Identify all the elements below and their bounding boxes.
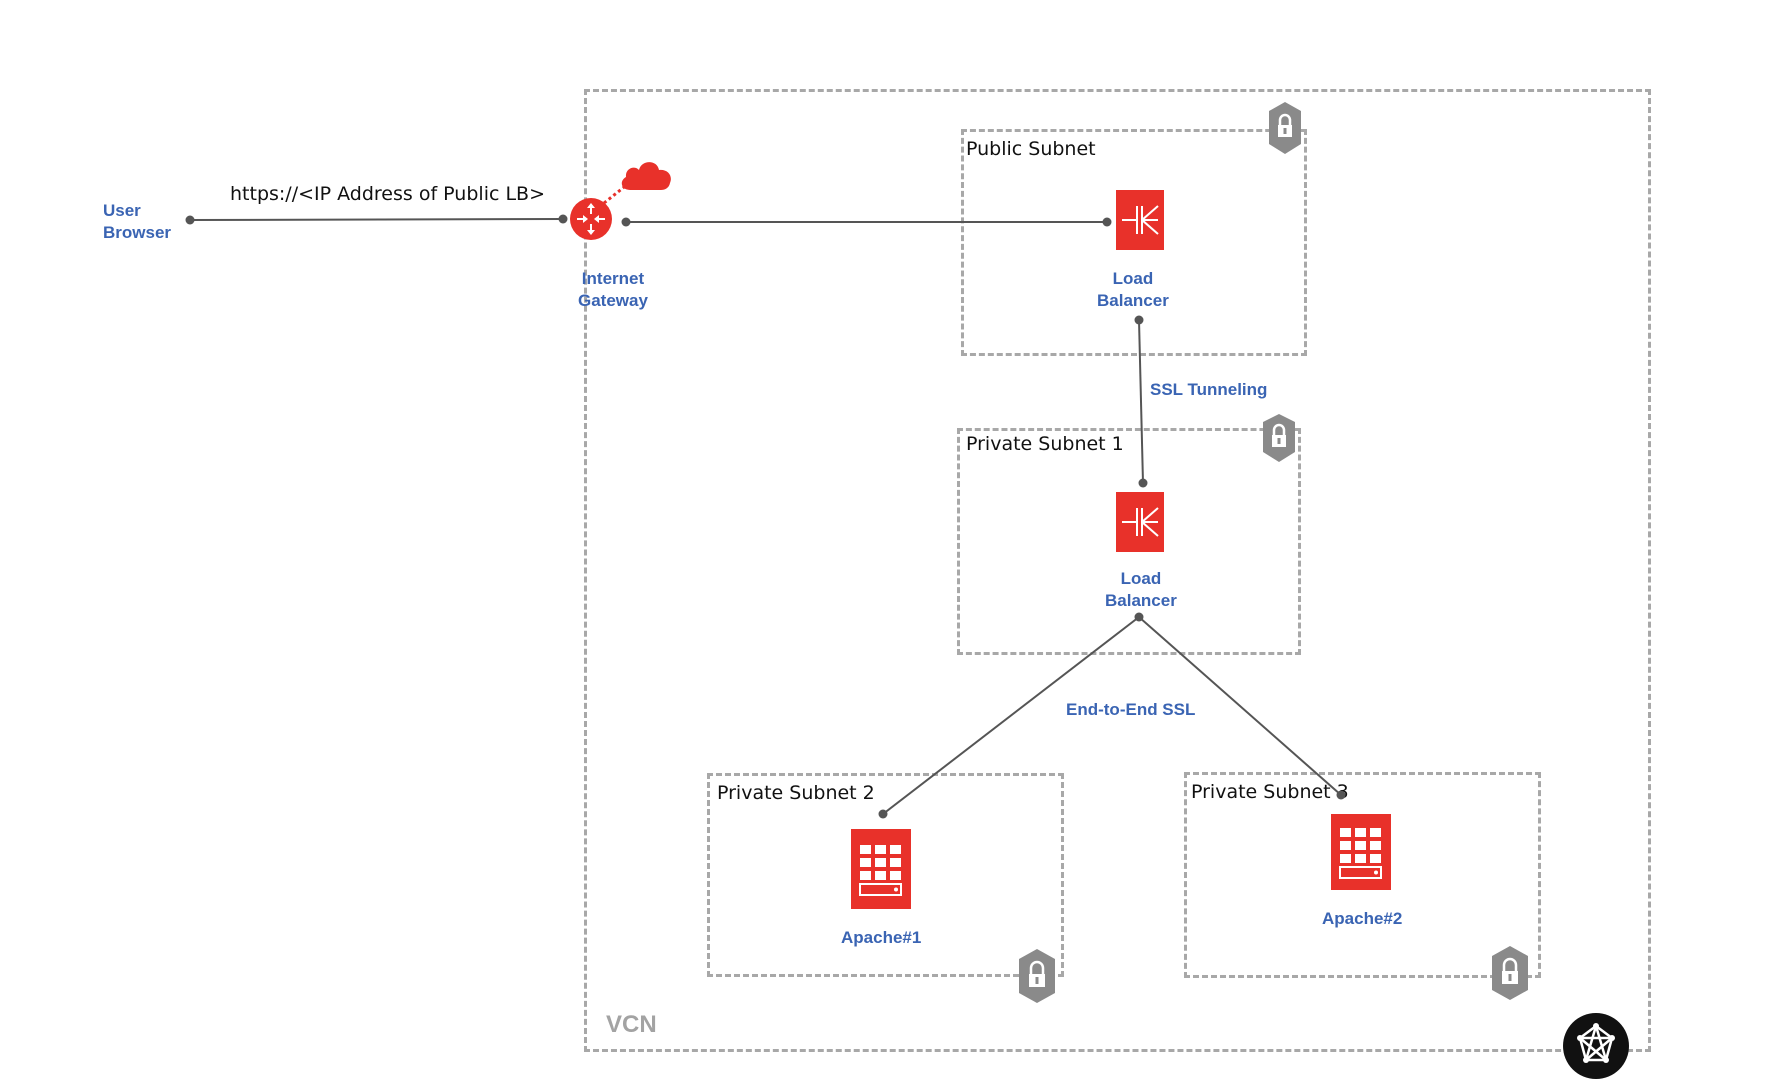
public-subnet-box	[961, 129, 1307, 356]
connector-dot	[1138, 478, 1148, 488]
private-subnet-1-box	[957, 428, 1301, 655]
private-subnet-1-title: Private Subnet 1	[966, 433, 1124, 455]
private-subnet-2-shield-icon	[1019, 949, 1055, 1003]
private-lb-line1: Load	[1120, 569, 1162, 588]
browser-to-gateway-line	[189, 218, 564, 221]
connector-dot	[621, 217, 631, 227]
private-subnet-3-box	[1184, 772, 1541, 978]
lb-to-apache2-line	[1138, 616, 1342, 796]
vcn-network-icon	[1563, 1013, 1629, 1079]
public-subnet-title: Public Subnet	[966, 138, 1096, 160]
connector-dot	[185, 215, 195, 225]
private-load-balancer-label: Load Balancer	[1105, 568, 1177, 612]
user-browser-line2: Browser	[103, 223, 172, 242]
internet-cloud-icon	[621, 162, 671, 190]
request-url-label: https://<IP Address of Public LB>	[230, 183, 545, 205]
apache2-label: Apache#2	[1322, 909, 1403, 928]
internet-gateway-label: Internet Gateway	[578, 268, 648, 312]
connector-dot	[558, 214, 568, 224]
private-subnet-2-title: Private Subnet 2	[717, 782, 875, 804]
connector-dot	[1102, 217, 1112, 227]
public-subnet-shield-icon	[1269, 102, 1301, 154]
internet-gateway-icon	[570, 198, 612, 240]
private-subnet-1-shield-icon	[1263, 414, 1295, 462]
private-subnet-3-shield-icon	[1492, 946, 1528, 1000]
end-to-end-ssl-label: End-to-End SSL	[1066, 700, 1196, 719]
public-load-balancer-icon	[1116, 190, 1164, 250]
user-browser-line1: User	[103, 201, 141, 220]
private-subnet-3-title: Private Subnet 3	[1191, 781, 1349, 803]
connector-dot	[1134, 315, 1144, 325]
private-load-balancer-icon	[1116, 492, 1164, 552]
public-lb-line1: Load	[1112, 269, 1154, 288]
lb-to-apache1-line	[882, 616, 1140, 815]
private-lb-line2: Balancer	[1105, 591, 1177, 610]
internet-gateway-line2: Gateway	[578, 291, 648, 310]
private-subnet-2-box	[707, 773, 1064, 977]
vcn-container	[584, 89, 1651, 1052]
user-browser-label: User Browser	[103, 200, 171, 244]
connector-dot	[878, 809, 888, 819]
internet-gateway-line1: Internet	[581, 269, 645, 288]
connector-dot	[1134, 612, 1144, 622]
apache1-server-icon	[851, 829, 911, 909]
apache1-label: Apache#1	[841, 928, 922, 947]
vcn-label: VCN	[606, 1011, 657, 1038]
public-lb-line2: Balancer	[1097, 291, 1169, 310]
connector-dot	[1336, 790, 1346, 800]
apache2-server-icon	[1331, 814, 1391, 890]
ssl-tunneling-label: SSL Tunneling	[1150, 380, 1268, 399]
ssl-tunneling-line	[1138, 319, 1144, 484]
public-load-balancer-label: Load Balancer	[1097, 268, 1169, 312]
